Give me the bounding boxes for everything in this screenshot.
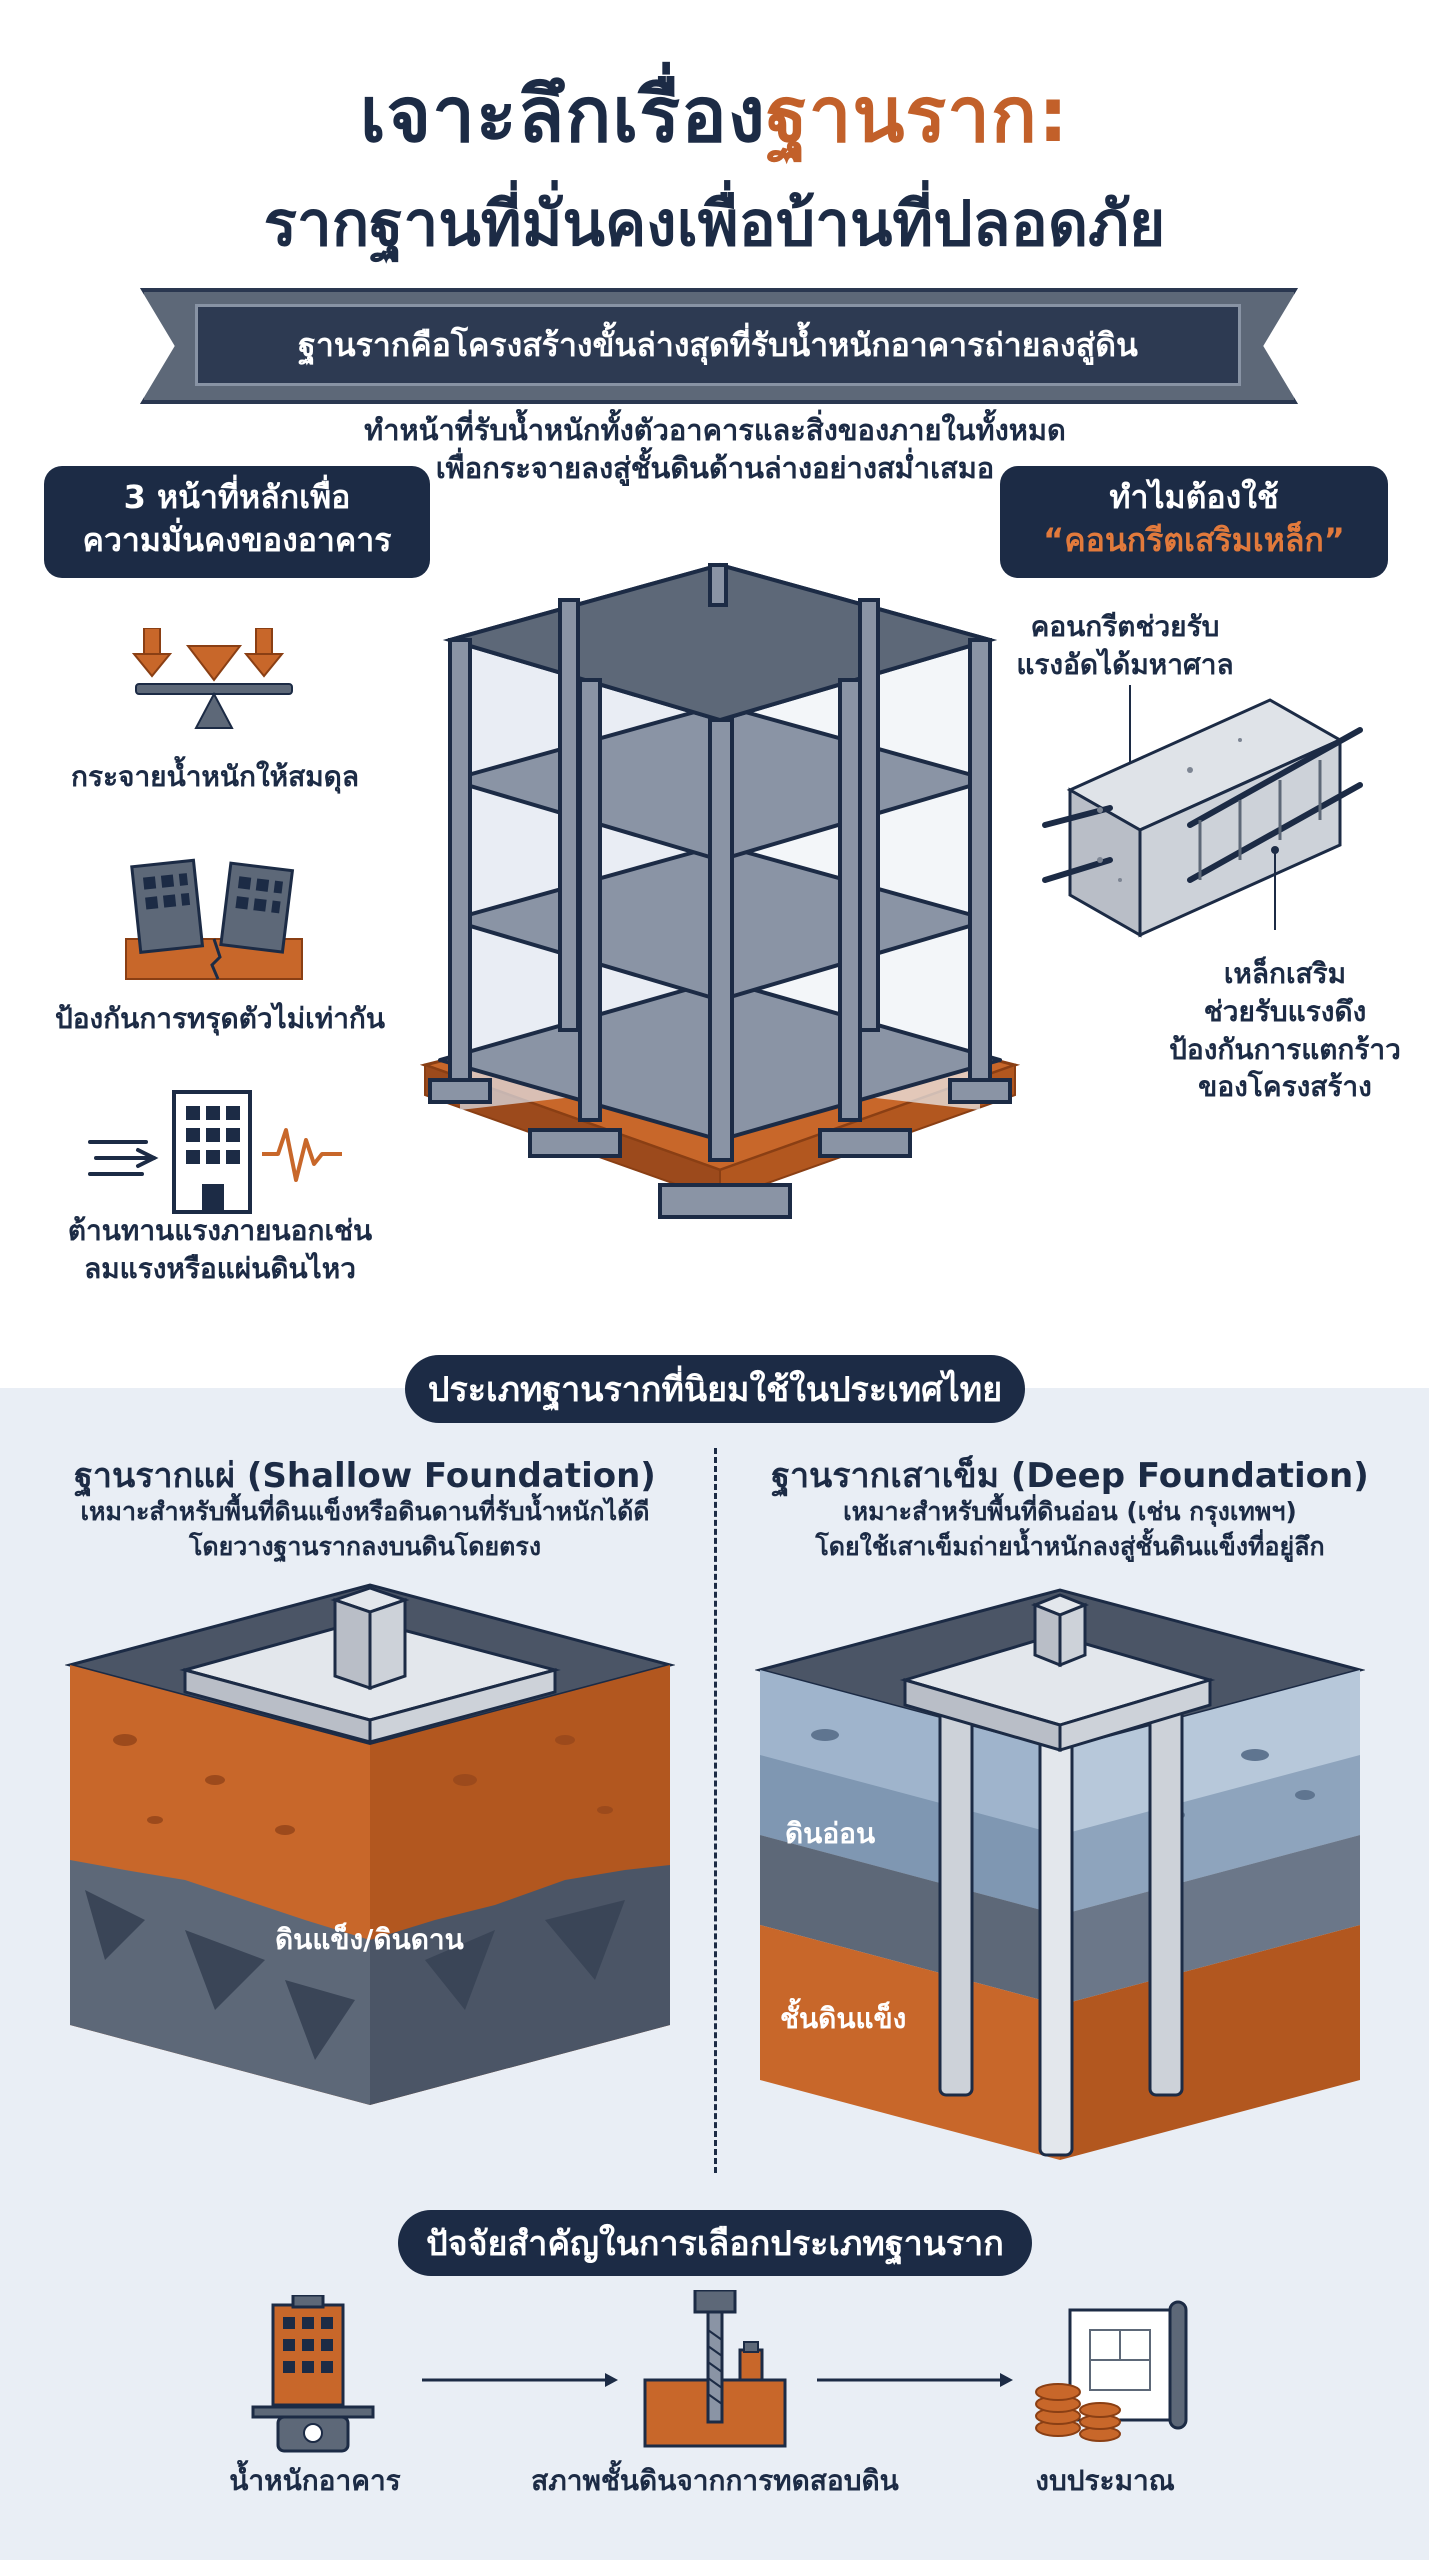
function-item-2: ป้องกันการทรุดตัวไม่เท่ากัน — [54, 1002, 386, 1035]
reinforced-heading: ทำไมต้องใช้ “คอนกรีตเสริมเหล็ก” — [1000, 466, 1388, 578]
deep-foundation-illustration — [755, 1588, 1365, 2160]
concrete-caption-line-1: คอนกรีตช่วยรับ — [1030, 610, 1220, 643]
title-highlight: ฐานราก: — [765, 70, 1070, 159]
functions-heading-line-1: 3 หน้าที่หลักเพื่อ — [123, 478, 351, 516]
types-heading: ประเภทฐานรากที่นิยมใช้ในประเทศไทย — [405, 1355, 1025, 1423]
function-item-1: กระจายน้ำหนักให้สมดุล — [71, 760, 359, 793]
coins-blueprint-icon — [1035, 2300, 1188, 2442]
hard-soil-label: ชั้นดินแข็ง — [780, 2002, 907, 2035]
deep-desc-line-1: เหมาะสำหรับพื้นที่ดินอ่อน (เช่น กรุงเทพฯ… — [843, 1497, 1297, 1526]
intro-line-2: เพื่อกระจายลงสู่ชั้นดินด้านล่างอย่างสม่ำ… — [435, 450, 995, 485]
soil-test-drill-icon — [643, 2290, 787, 2448]
function-item-3: ต้านทานแรงภายนอกเช่น ลมแรงหรือแผ่นดินไหว — [40, 1212, 400, 1288]
page-title: เจาะลึกเรื่องฐานราก: — [0, 55, 1429, 175]
arrow-right-icon — [422, 2373, 618, 2387]
factor-item-1: น้ำหนักอาคาร — [229, 2464, 401, 2497]
shallow-desc-line-1: เหมาะสำหรับพื้นที่ดินแข็งหรือดินดานที่รั… — [80, 1497, 650, 1526]
building-frame-illustration — [420, 562, 1020, 1219]
building-on-scale-icon — [251, 2295, 375, 2453]
functions-heading-line-2: ความมั่นคงของอาคาร — [82, 521, 392, 560]
shallow-title: ฐานรากแผ่ (Shallow Foundation) — [74, 1456, 656, 1496]
deep-desc-line-2: โดยใช้เสาเข็มถ่ายน้ำหนักลงสู่ชั้นดินแข็ง… — [815, 1532, 1325, 1561]
shallow-soil-label: ดินแข็ง/ดินดาน — [275, 1923, 464, 1956]
steel-caption-line-1: เหล็กเสริม — [1223, 957, 1347, 990]
functions-heading: 3 หน้าที่หลักเพื่อ ความมั่นคงของอาคาร — [44, 466, 430, 578]
intro-line-1: ทำหน้าที่รับน้ำหนักทั้งตัวอาคารและสิ่งขอ… — [364, 413, 1066, 447]
function-item-3-line-1: ต้านทานแรงภายนอกเช่น — [67, 1214, 373, 1247]
shallow-foundation-illustration — [65, 1583, 675, 2105]
factors-heading: ปัจจัยสำคัญในการเลือกประเภทฐานราก — [398, 2210, 1032, 2276]
tilting-buildings-icon — [125, 858, 303, 980]
reinforced-heading-line-2: “คอนกรีตเสริมเหล็ก” — [1043, 521, 1345, 560]
function-item-3-line-2: ลมแรงหรือแผ่นดินไหว — [84, 1251, 356, 1285]
intro-text: ทำหน้าที่รับน้ำหนักทั้งตัวอาคารและสิ่งขอ… — [200, 412, 1230, 487]
steel-caption-line-2: ช่วยรับแรงดึง — [1203, 994, 1367, 1028]
title-part1: เจาะลึกเรื่อง — [359, 70, 766, 159]
deep-description: เหมาะสำหรับพื้นที่ดินอ่อน (เช่น กรุงเทพฯ… — [725, 1494, 1415, 1564]
section-divider — [714, 1448, 717, 2173]
reinforced-concrete-block-icon — [1042, 685, 1363, 938]
steel-caption: เหล็กเสริม ช่วยรับแรงดึง ป้องกันการแตกร้… — [1150, 955, 1420, 1106]
shallow-description: เหมาะสำหรับพื้นที่ดินแข็งหรือดินดานที่รั… — [20, 1494, 710, 1564]
reinforced-heading-line-1: ทำไมต้องใช้ — [1109, 478, 1279, 516]
steel-caption-line-4: ของโครงสร้าง — [1198, 1070, 1372, 1104]
steel-caption-line-3: ป้องกันการแตกร้าว — [1169, 1032, 1401, 1066]
banner-text: ฐานรากคือโครงสร้างขั้นล่างสุดที่รับน้ำหน… — [195, 304, 1241, 386]
page-subtitle: รากฐานที่มั่นคงเพื่อบ้านที่ปลอดภัย — [263, 187, 1166, 260]
factor-item-3: งบประมาณ — [1035, 2464, 1175, 2497]
deep-title: ฐานรากเสาเข็ม (Deep Foundation) — [771, 1456, 1369, 1496]
concrete-caption: คอนกรีตช่วยรับ แรงอัดได้มหาศาล — [1000, 608, 1250, 684]
arrow-right-icon-2 — [817, 2373, 1013, 2387]
shallow-desc-line-2: โดยวางฐานรากลงบนดินโดยตรง — [188, 1532, 542, 1561]
concrete-caption-line-2: แรงอัดได้มหาศาล — [1016, 647, 1234, 681]
balance-scale-icon — [131, 628, 293, 729]
wind-earthquake-building-icon — [88, 1090, 342, 1214]
factor-item-2: สภาพชั้นดินจากการทดสอบดิน — [531, 2464, 899, 2497]
soft-soil-label: ดินอ่อน — [785, 1817, 876, 1850]
